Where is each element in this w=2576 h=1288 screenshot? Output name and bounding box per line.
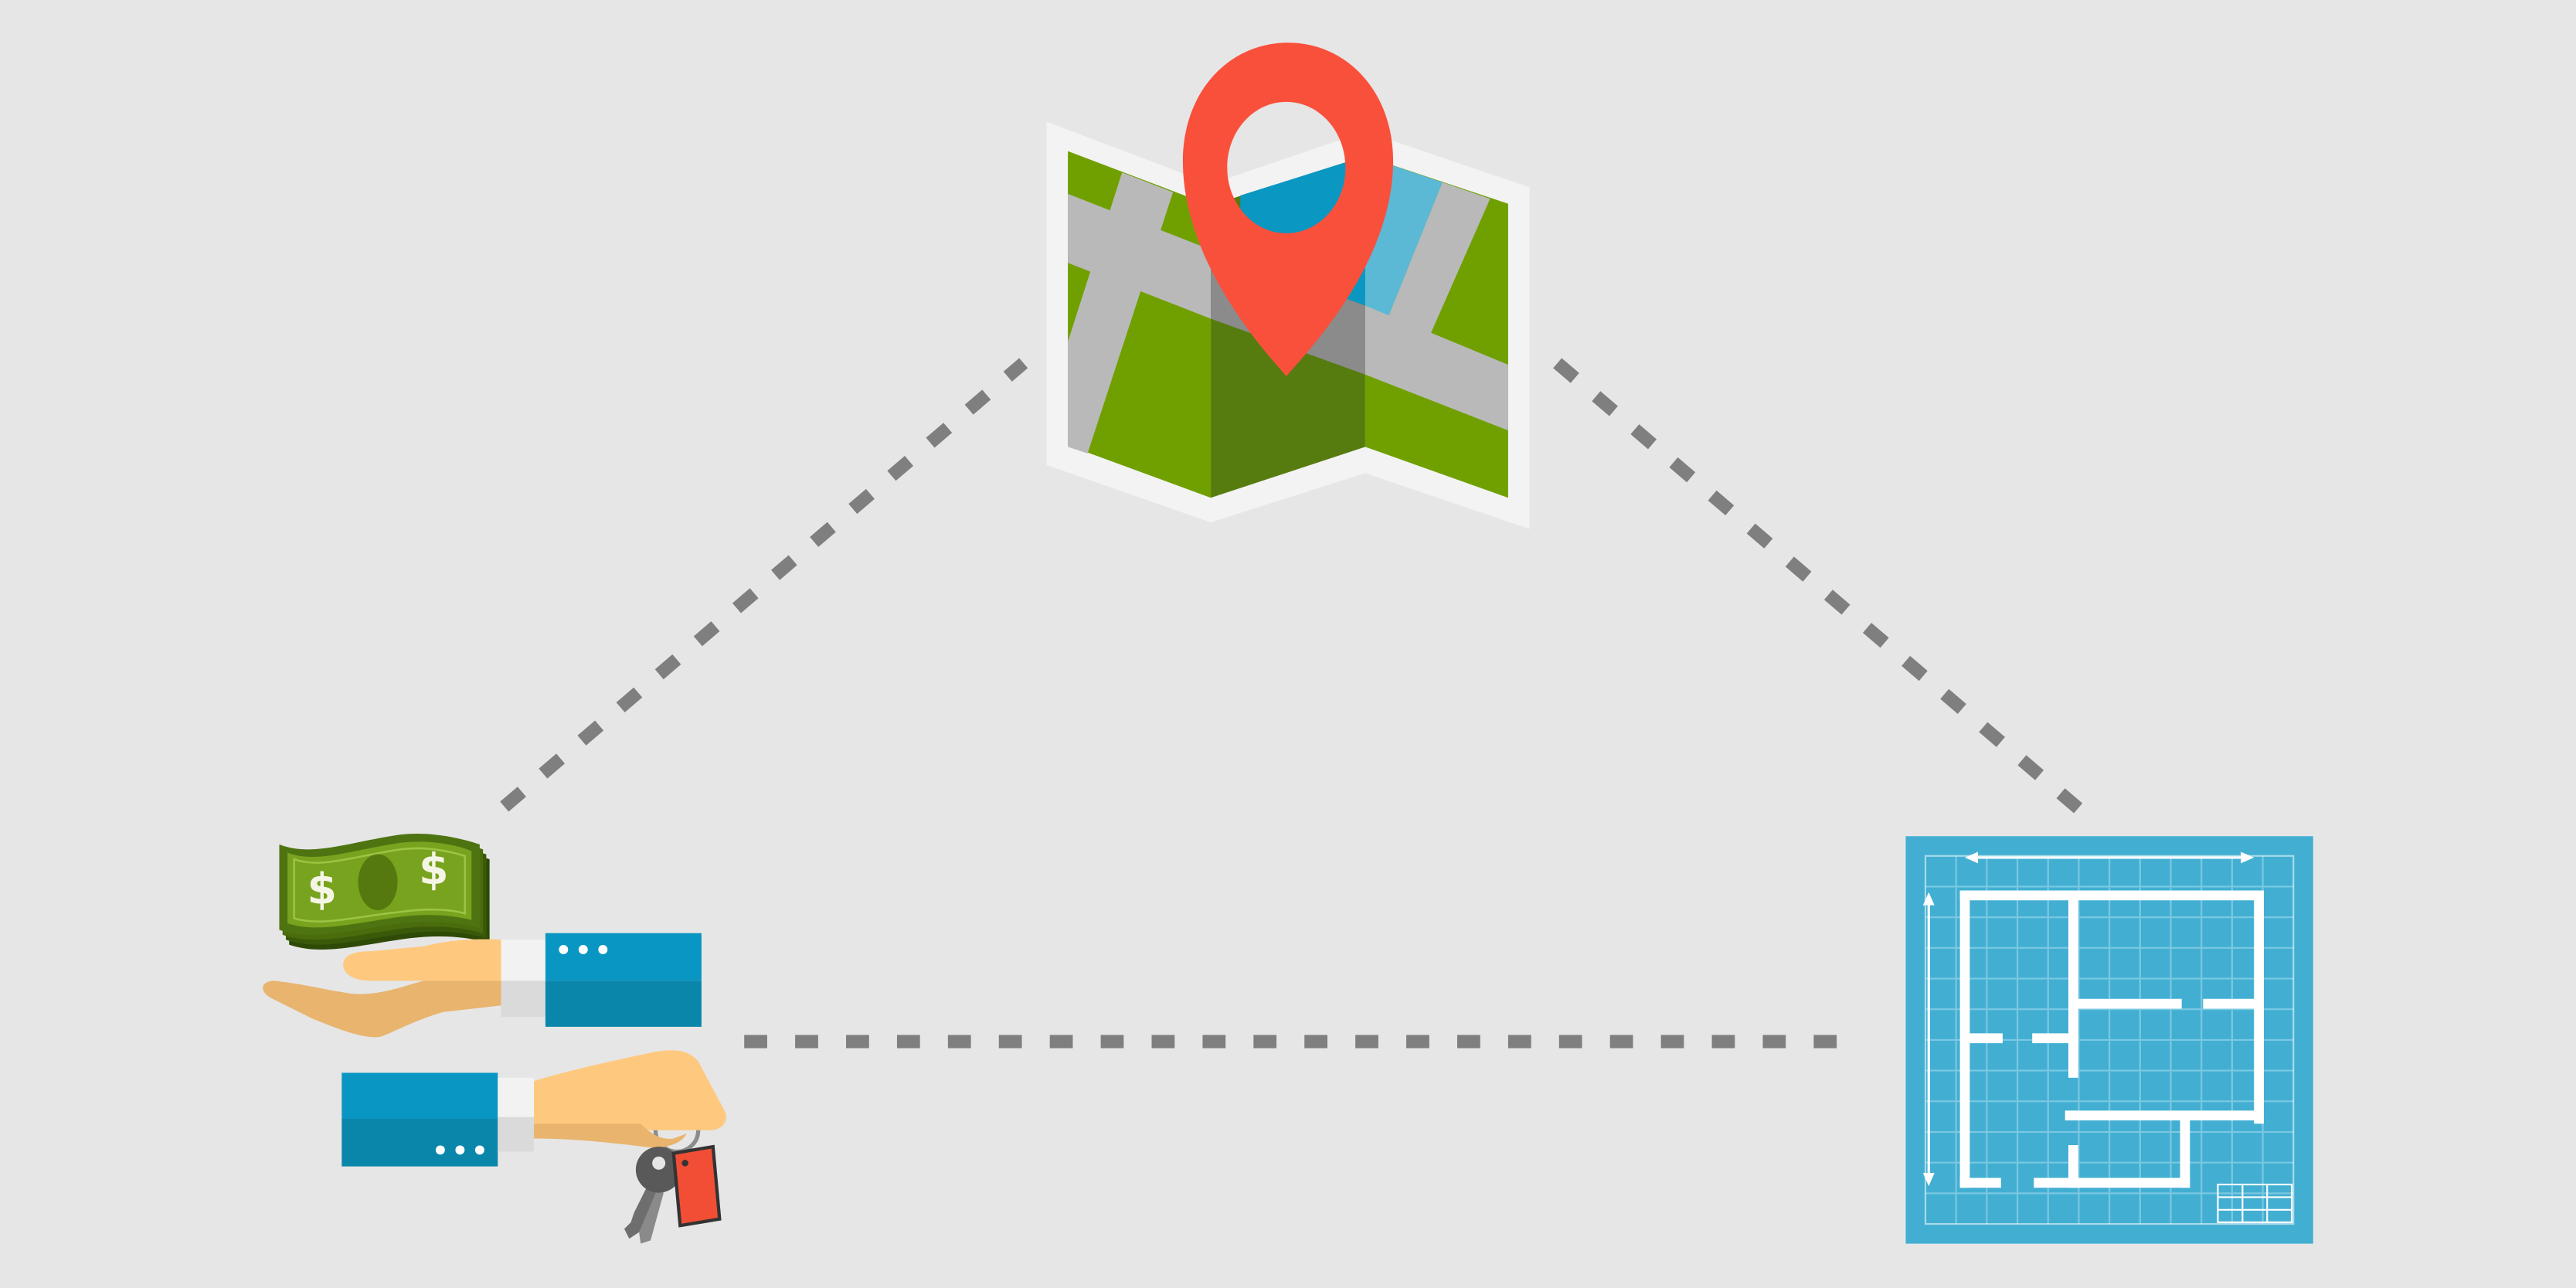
arrowhead	[1922, 892, 1935, 906]
banknote-inner-line	[293, 847, 467, 923]
key-head-hole	[652, 1156, 666, 1170]
dollar-sign: $	[419, 845, 448, 895]
hand	[534, 1050, 726, 1130]
keys-icon	[624, 1144, 722, 1244]
map-road	[1388, 182, 1490, 337]
sleeve-cuff-shadow	[498, 1116, 535, 1152]
arrowhead	[2241, 851, 2255, 864]
sleeve-cuff	[501, 940, 545, 981]
connector-dashed-line	[1553, 358, 2083, 814]
key	[624, 1186, 658, 1239]
location-pin-icon	[1182, 42, 1394, 376]
dimension-arrows	[1922, 851, 2255, 1187]
hand-holding-keys-icon	[342, 1050, 726, 1167]
title-block-table	[2217, 1183, 2293, 1224]
cuff-button	[598, 945, 608, 954]
sleeve-cuff-shadow	[501, 980, 545, 1018]
cuff-button	[578, 945, 588, 954]
map-road	[1364, 305, 1508, 431]
cuff-button	[435, 1145, 445, 1155]
floor-plan-walls	[1959, 890, 2265, 1188]
arrowhead	[1965, 851, 1979, 864]
arrowhead	[1922, 1173, 1935, 1187]
banknote-stack-icon: $ $	[279, 834, 490, 950]
sleeve-cuff	[498, 1077, 535, 1117]
blueprint-inner-border	[1924, 855, 2295, 1225]
hand-sleeve	[342, 1072, 498, 1119]
cuff-button	[455, 1145, 465, 1155]
open-hand-icon	[263, 933, 702, 1038]
floor-plan-blueprint-icon	[1905, 836, 2313, 1244]
title-block-frame	[2217, 1183, 2293, 1224]
thumb	[343, 939, 501, 981]
hand-sleeve-shadow	[342, 1118, 498, 1167]
cuff-button	[474, 1145, 484, 1155]
dollar-sign: $	[308, 865, 337, 914]
banknote-center-oval	[358, 854, 398, 910]
blueprint-grid	[1925, 855, 2294, 1225]
palm	[263, 980, 501, 1038]
hand-sleeve-shadow	[545, 980, 702, 1027]
key-tag	[671, 1144, 722, 1228]
hand-shadow	[534, 1123, 687, 1148]
key-tag-hole	[681, 1160, 688, 1167]
connector-dashed-line	[500, 358, 1028, 812]
key	[639, 1189, 664, 1244]
map-road	[1068, 172, 1174, 454]
hand-sleeve	[545, 933, 702, 981]
cuff-button	[559, 945, 569, 954]
connectors	[500, 358, 2083, 1048]
